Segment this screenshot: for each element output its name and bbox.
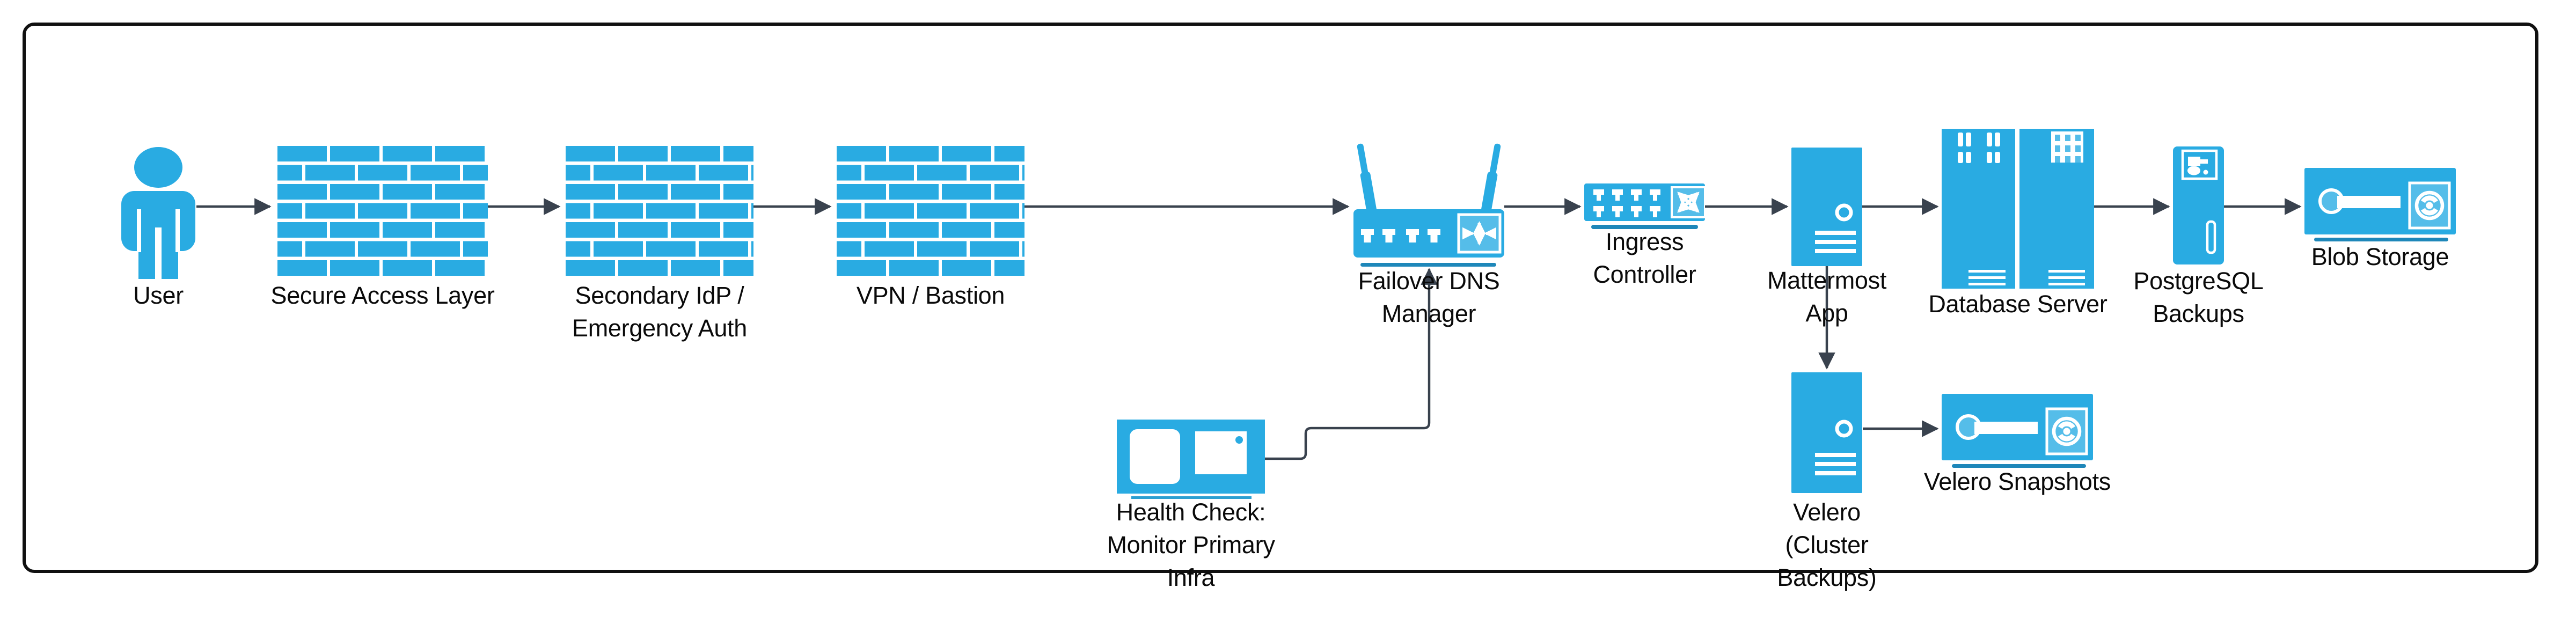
wireless-router-icon [1353,143,1504,267]
backup-tower-icon [2173,146,2224,264]
storage-appliance-icon [2304,168,2456,241]
node-secure-access-layer: Secure Access Layer [270,146,495,309]
node-label: VPN / Bastion [856,282,1005,309]
server-tower-icon [1791,372,1862,493]
node-label: Database Server [1928,290,2107,318]
network-switch-icon [1584,183,1705,229]
node-label: Velero Snapshots [1924,468,2111,495]
node-label: Blob Storage [2311,243,2449,270]
node-label: Ingress Controller [1593,228,1696,288]
firewall-icon [277,146,488,279]
node-label: PostgreSQL Backups [2133,267,2264,327]
node-label: Velero (Cluster Backups) [1777,498,1877,591]
node-ingress-controller: Ingress Controller [1584,183,1705,288]
node-blob-storage: Blob Storage [2304,168,2456,270]
node-label: Secondary IdP / Emergency Auth [572,282,747,342]
firewall-icon [566,146,753,279]
person-icon [121,147,195,279]
node-label: Failover DNS Manager [1358,267,1500,327]
node-vpn-bastion: VPN / Bastion [837,146,1024,309]
server-rack-icon [1942,129,2094,289]
monitor-devices-icon [1117,420,1265,499]
node-postgresql-backups: PostgreSQL Backups [2133,146,2264,327]
node-user: User [121,146,195,309]
diagram-frame [23,23,2538,573]
node-label: Health Check: Monitor Primary Infra [1107,498,1275,591]
server-tower-icon [1791,148,1862,266]
node-database-server: Database Server [1928,129,2107,318]
node-secondary-idp: Secondary IdP / Emergency Auth [566,146,753,342]
node-label: Secure Access Layer [270,282,495,309]
node-mattermost-app: Mattermost App [1767,148,1886,327]
node-failover-dns-manager: Failover DNS Manager [1353,141,1504,327]
node-label: Mattermost App [1767,267,1887,327]
node-velero-snapshots: Velero Snapshots [1924,394,2111,495]
node-health-check: Health Check: Monitor Primary Infra [1107,420,1275,591]
storage-appliance-icon [1942,394,2093,468]
node-label: User [133,282,184,309]
node-velero: Velero (Cluster Backups) [1777,372,1877,591]
firewall-icon [837,146,1024,279]
